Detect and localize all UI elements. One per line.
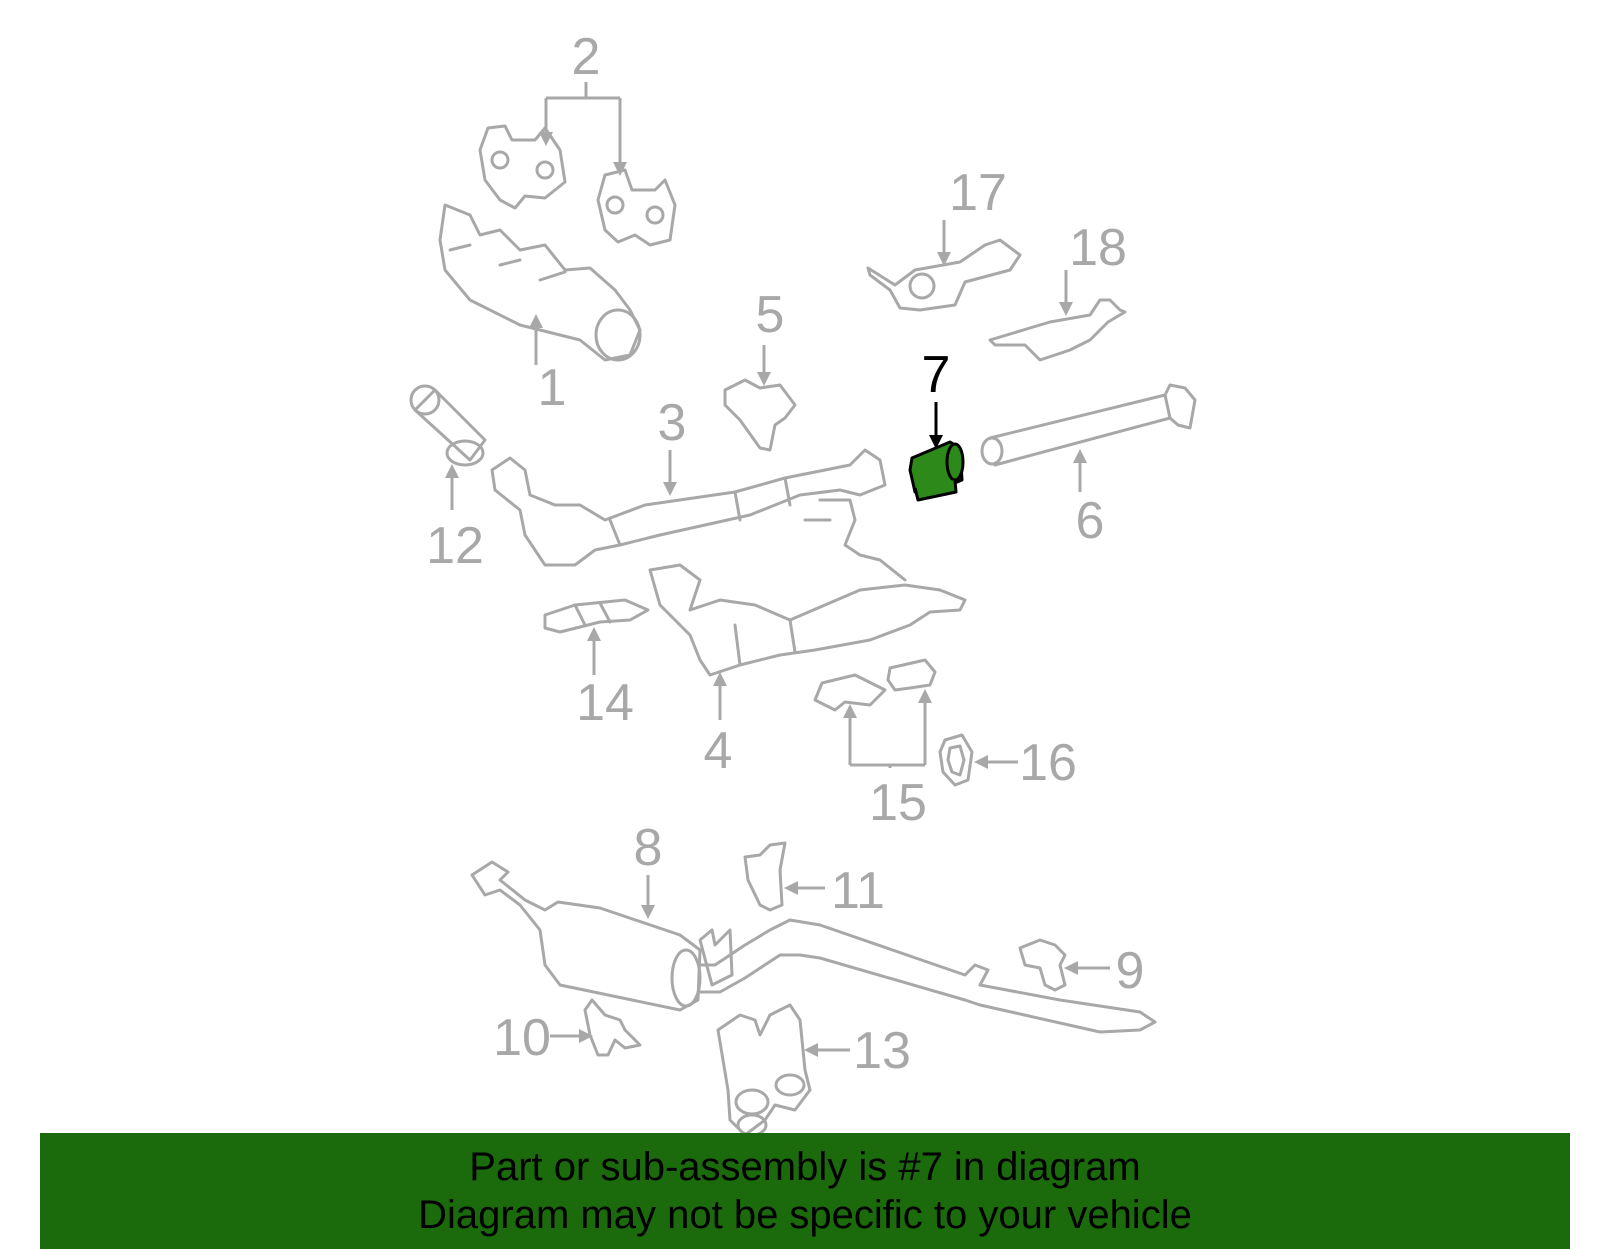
callout-14: 14 <box>576 674 634 732</box>
part-15-shields <box>813 658 937 712</box>
callout-8: 8 <box>634 819 663 877</box>
callout-10: 10 <box>493 1009 551 1067</box>
callout-1: 1 <box>538 359 567 417</box>
callout-5: 5 <box>756 286 785 344</box>
callout-7: 7 <box>922 346 951 404</box>
banner-line-2: Diagram may not be specific to your vehi… <box>418 1193 1192 1237</box>
part-2-gaskets <box>478 124 677 247</box>
part-16-gasket <box>938 733 974 787</box>
callout-12: 12 <box>426 517 484 575</box>
callout-13: 13 <box>853 1022 911 1080</box>
callout-12-leader <box>445 464 459 510</box>
callout-3-leader <box>663 450 677 496</box>
callout-14-leader <box>587 627 601 675</box>
callout-18-leader <box>1059 270 1073 316</box>
callout-8-leader <box>641 875 655 919</box>
callout-17: 17 <box>949 164 1007 222</box>
part-10-hanger <box>583 998 642 1057</box>
part-18-heat-shield <box>988 298 1127 362</box>
part-5-bracket <box>723 378 797 452</box>
callout-11-leader <box>784 881 825 895</box>
info-banner: Part or sub-assembly is #7 in diagram Di… <box>40 1133 1570 1249</box>
callout-9: 9 <box>1116 942 1145 1000</box>
callout-16-leader <box>974 755 1018 769</box>
part-9-hanger <box>1018 938 1067 992</box>
callout-6-leader <box>1073 449 1087 492</box>
part-7-highlighted <box>908 440 965 502</box>
callout-16: 16 <box>1019 734 1077 792</box>
callout-17-leader <box>937 220 951 266</box>
part-14-shield <box>543 598 650 634</box>
callout-2-leaders <box>539 82 627 176</box>
callout-3: 3 <box>658 394 687 452</box>
callout-15: 15 <box>869 774 927 832</box>
part-4-y-pipe <box>648 498 967 677</box>
banner-line-1: Part or sub-assembly is #7 in diagram <box>469 1145 1141 1189</box>
callout-5-leader <box>757 345 771 386</box>
part-3-converter-pipe <box>490 448 887 567</box>
callout-11: 11 <box>831 862 885 920</box>
part-6-pipe <box>980 383 1197 467</box>
part-8-muffler <box>470 860 1157 1034</box>
part-13-exhaust-tips <box>716 1003 812 1137</box>
callout-15-leaders <box>843 689 932 768</box>
callout-2: 2 <box>572 28 601 86</box>
callout-4-leader <box>713 672 727 720</box>
callout-18: 18 <box>1069 219 1127 277</box>
callout-7-leader <box>929 402 943 449</box>
part-12-pipe <box>409 384 487 467</box>
callout-6: 6 <box>1076 492 1105 550</box>
callout-1-leader <box>529 314 543 365</box>
callout-9-leader <box>1064 961 1110 975</box>
part-1-exhaust-manifold <box>438 203 642 362</box>
callout-4: 4 <box>704 722 733 780</box>
part-17-heat-shield <box>866 238 1022 312</box>
callout-13-leader <box>804 1043 850 1057</box>
part-11-hanger <box>743 841 787 912</box>
callout-10-leader <box>550 1029 593 1043</box>
